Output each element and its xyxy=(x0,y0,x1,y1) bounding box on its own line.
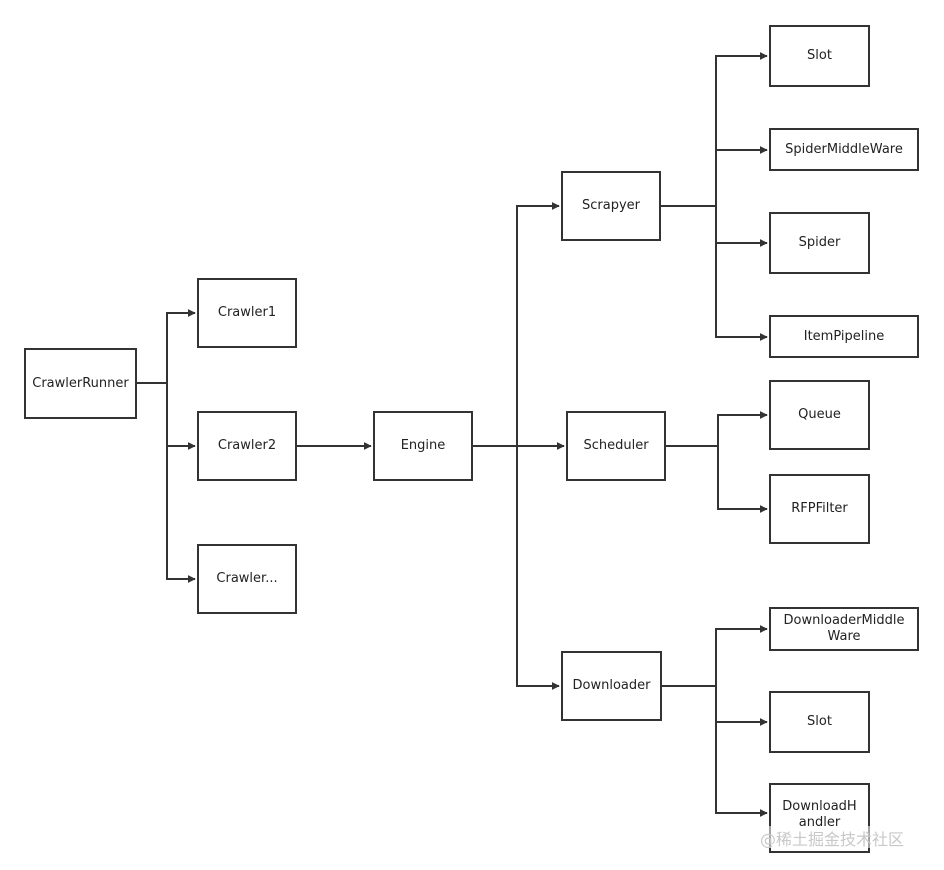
node-label-line1: DownloadH xyxy=(782,799,857,814)
node-crawler-more: Crawler... xyxy=(197,544,297,614)
node-label: Engine xyxy=(400,438,446,453)
node-label-line2: Ware xyxy=(827,629,861,644)
node-label: Crawler... xyxy=(216,571,278,586)
node-label: Crawler1 xyxy=(217,305,277,320)
node-engine: Engine xyxy=(373,411,473,481)
node-label: Scheduler xyxy=(583,438,649,453)
edge-runner-crawler3 xyxy=(166,446,196,583)
node-label: Queue xyxy=(798,407,841,422)
edge-downloader-dh xyxy=(715,722,768,817)
node-downloader: Downloader xyxy=(561,651,662,721)
node-slot-downloader: Slot xyxy=(769,691,870,753)
edge-downloader-dmw xyxy=(662,625,768,687)
node-item-pipeline: ItemPipeline xyxy=(769,315,919,358)
node-label: SpiderMiddleWare xyxy=(785,141,903,157)
edge-scrapyer-pipeline xyxy=(715,243,768,341)
edge-scheduler-rfp xyxy=(717,446,768,513)
node-label-line1: DownloaderMiddle xyxy=(783,613,905,628)
node-rfp-filter: RFPFilter xyxy=(769,474,870,544)
edge-runner-crawler2 xyxy=(166,383,196,450)
edge-scrapyer-slot xyxy=(661,52,768,207)
watermark: @稀土掘金技术社区 xyxy=(760,826,940,849)
node-label: Crawler2 xyxy=(217,438,277,453)
node-label: Spider xyxy=(798,235,841,250)
edge-engine-downloader xyxy=(516,446,560,690)
node-label: Slot xyxy=(807,714,832,729)
node-scrapyer: Scrapyer xyxy=(561,171,661,241)
node-label: RFPFilter xyxy=(791,501,848,516)
edge-engine-scrapyer xyxy=(473,202,560,447)
edge-scheduler-queue xyxy=(666,411,768,447)
edge-downloader-slot xyxy=(715,686,768,726)
node-crawler2: Crawler2 xyxy=(197,411,297,481)
node-spider: Spider xyxy=(769,212,870,274)
node-queue: Queue xyxy=(769,380,870,450)
edge-runner-crawler1 xyxy=(137,309,196,384)
node-label: ItemPipeline xyxy=(803,328,885,344)
edge-scrapyer-spider xyxy=(715,206,768,247)
node-label: Slot xyxy=(807,48,832,63)
node-spider-middleware: SpiderMiddleWare xyxy=(769,128,919,171)
node-slot-scrapyer: Slot xyxy=(769,25,870,87)
node-scheduler: Scheduler xyxy=(566,411,666,481)
node-crawler1: Crawler1 xyxy=(197,278,297,348)
node-crawler-runner: CrawlerRunner xyxy=(24,348,137,419)
node-label: CrawlerRunner xyxy=(32,375,129,391)
node-label: Scrapyer xyxy=(582,198,640,213)
node-label: Downloader xyxy=(572,678,651,693)
